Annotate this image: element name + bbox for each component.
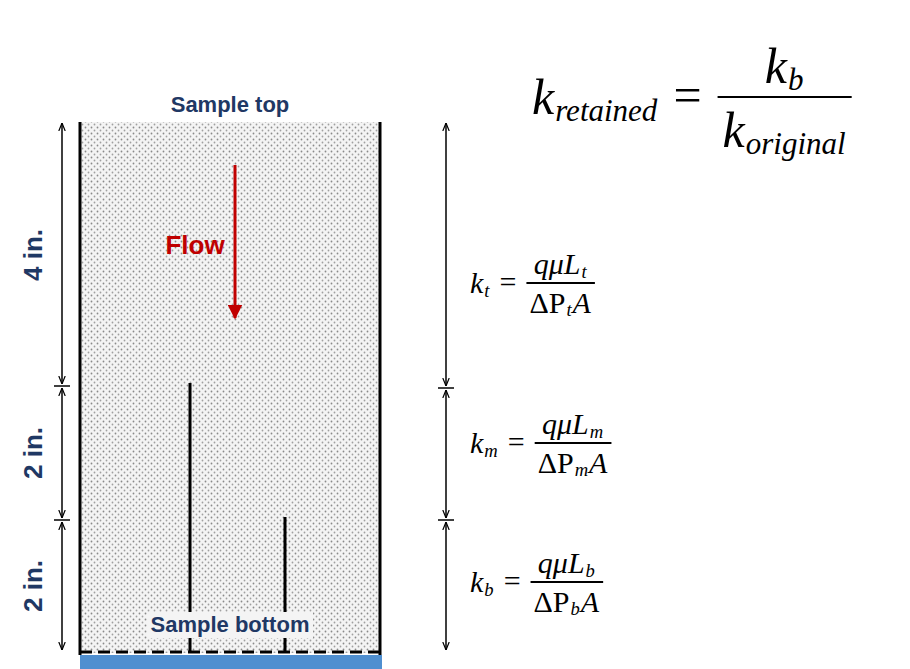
fraction-bar — [526, 282, 594, 284]
section-title: Sample top — [167, 92, 294, 118]
sample-column: Sample topFlowSample bottom — [80, 122, 380, 655]
equation-term: k — [470, 567, 483, 597]
equation-term: b — [788, 64, 804, 95]
base-plate — [80, 655, 382, 669]
dimension-label: 2 in. — [20, 560, 46, 612]
equation-term: m — [484, 442, 497, 461]
equation-term: original — [746, 128, 846, 159]
equation-term: ΔP — [534, 587, 570, 617]
dimension-label: 4 in. — [20, 229, 46, 281]
equation-term: qμL — [538, 548, 585, 578]
equation-term: t — [581, 263, 586, 282]
core-wall — [79, 122, 82, 655]
flow-arrow — [234, 165, 237, 318]
equation-term: b — [484, 581, 493, 600]
equation-term: m — [590, 423, 603, 442]
core-wall — [379, 122, 382, 655]
equation-term: m — [575, 461, 588, 480]
dimension-tick — [438, 519, 454, 521]
dimension-lines — [54, 123, 454, 650]
equation-term: t — [566, 301, 571, 320]
dimension-arrow — [61, 388, 63, 518]
dimension-label: 2 in. — [20, 427, 46, 479]
equation-term: k — [532, 72, 554, 122]
section-title: Sample bottom — [147, 612, 314, 638]
equation-term: k — [765, 41, 787, 91]
equation-term: qμL — [534, 249, 581, 279]
equation-term: k — [723, 105, 745, 155]
dimension-arrow — [61, 123, 63, 384]
equation-term: b — [571, 600, 580, 619]
equation-term: A — [589, 448, 607, 478]
dimension-tick — [438, 387, 454, 389]
equation-term: ΔP — [529, 288, 565, 318]
dimension-tick — [54, 519, 70, 521]
fraction-bar — [535, 442, 612, 444]
dimension-tick — [54, 385, 70, 387]
dimension-arrow — [445, 522, 447, 650]
equation-term: ΔP — [538, 448, 574, 478]
equation-term: b — [586, 562, 595, 581]
flow-label: Flow — [161, 230, 228, 260]
equation-term: A — [581, 587, 599, 617]
fraction-bar — [531, 581, 604, 583]
dimension-arrow — [445, 390, 447, 518]
equation-term: t — [484, 282, 489, 301]
equation-term: qμL — [542, 409, 589, 439]
equation-term: = — [673, 70, 701, 120]
screen-line — [80, 651, 380, 654]
equation-term: k — [470, 268, 483, 298]
fraction-bar — [718, 96, 852, 98]
equation-term: = — [504, 566, 521, 596]
dimension-arrow — [61, 522, 63, 650]
equation-term: = — [500, 267, 517, 297]
equation-term: A — [573, 288, 591, 318]
equation-term: = — [508, 427, 525, 457]
sand-pack — [81, 122, 379, 653]
dimension-arrow — [445, 123, 447, 386]
equation-term: k — [470, 428, 483, 458]
equation-term: retained — [555, 95, 657, 126]
